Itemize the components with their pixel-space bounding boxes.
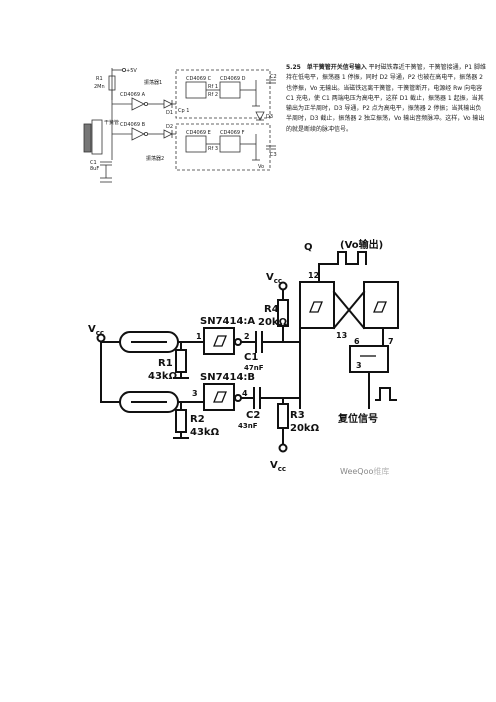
osc1-label: 振荡器1 <box>144 79 162 86</box>
c1-value: 8uF <box>90 166 99 172</box>
watermark-suffix: 维库 <box>373 467 390 476</box>
figure-title: 单干簧管开关信号输入 <box>306 64 367 71</box>
watermark-brand: WeeQoo <box>340 467 374 476</box>
gate-b-label: SN7414:B <box>200 372 255 383</box>
d3-label: D3 <box>266 114 273 120</box>
rf3-label: Rf 3 <box>208 146 218 152</box>
r2-label: R2 <box>190 414 205 425</box>
pin-1-label: 1 <box>196 332 202 341</box>
r1-label: R1 <box>96 76 103 82</box>
c1-label: C1 <box>244 352 258 363</box>
pin-3b-label: 3 <box>356 361 362 370</box>
pin-3-label: 3 <box>192 389 198 398</box>
gate-d-label: CD4069 D <box>220 76 246 82</box>
r3-label: R3 <box>290 410 305 421</box>
c2-label: C2 <box>270 74 277 80</box>
c1-label: C1 <box>90 160 97 166</box>
vcc-bottom-label: Vcc <box>270 460 286 473</box>
r4-value: 20kΩ <box>258 317 288 328</box>
figure-description: 5.25 单干簧管开关信号输入 平时磁铁靠近干簧管，干簧管接通，P1 脚维持在低… <box>286 63 486 135</box>
gate-a-label: SN7414:A <box>200 316 255 327</box>
vo-output-label: (Vo输出) <box>340 238 383 251</box>
c2-label: C2 <box>246 410 260 421</box>
gate-f-label: CD4069 F <box>220 130 245 136</box>
vcc-left-label: Vcc <box>88 324 104 337</box>
pin-13-label: 13 <box>336 331 347 340</box>
watermark: WeeQoo维库 <box>340 466 389 477</box>
bottom-circuit-diagram: Vcc SN7414:A SN7414:B 1 2 3 4 R1 43kΩ R2… <box>88 238 399 473</box>
pin-2-label: 2 <box>244 332 250 341</box>
pin-12-label: 12 <box>308 271 319 280</box>
figure-number: 5.25 <box>286 64 301 71</box>
rf1-label: Rf 1 <box>208 84 218 90</box>
r1-value: 43kΩ <box>148 371 178 382</box>
vo-label: Vo <box>258 164 264 170</box>
pin-6-label: 6 <box>354 337 360 346</box>
d1-label: D1 <box>166 110 173 116</box>
gate-e-label: CD4069 E <box>186 130 211 136</box>
pin-4-label: 4 <box>242 389 248 398</box>
gate-a-label: CD4069 A <box>120 92 146 98</box>
q-output-label: Q <box>304 242 313 253</box>
r2-value: 43kΩ <box>190 427 220 438</box>
d2-label: D2 <box>166 124 173 130</box>
rf2-label: Rf 2 <box>208 92 218 98</box>
c2-value: 43nF <box>238 422 258 430</box>
reed-switch-label: 干簧管 <box>104 119 119 126</box>
r4-label: R4 <box>264 304 279 315</box>
figure-body: 平时磁铁靠近干簧管，干簧管接通，P1 脚维持在低电平，振荡器 1 停振，同时 D… <box>286 64 487 133</box>
osc2-label: 振荡器2 <box>146 155 164 162</box>
gate-c-label: CD4069 C <box>186 76 212 82</box>
r3-value: 20kΩ <box>290 423 320 434</box>
r1-value: 2Mn <box>94 84 105 90</box>
vcc-top-label: Vcc <box>266 272 282 285</box>
supply-label: +5V <box>126 68 137 74</box>
gate-b-label: CD4069 B <box>120 122 146 128</box>
c1-value: 47nF <box>244 364 264 372</box>
pin-7-label: 7 <box>388 337 394 346</box>
cp1-label: Cp 1 <box>178 108 189 114</box>
c3-label: C3 <box>270 152 277 158</box>
r1-label: R1 <box>158 358 173 369</box>
reset-signal-label: 复位信号 <box>337 412 378 425</box>
top-circuit-diagram: +5V R1 2Mn 干簧管 C1 8uF CD4069 A CD4069 B … <box>83 67 277 183</box>
